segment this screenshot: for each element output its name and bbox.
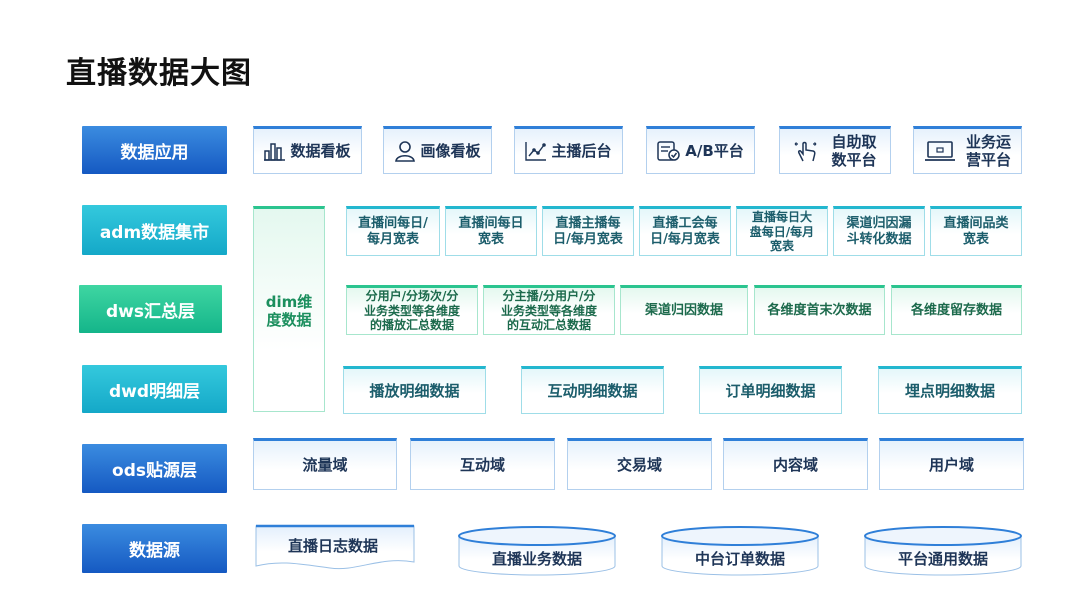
- layer-label-app: 数据应用: [82, 126, 227, 174]
- database-cylinder: 直播业务数据: [458, 526, 616, 576]
- layer-label-ods: ods贴源层: [82, 444, 227, 493]
- line-graph-icon: [525, 142, 547, 161]
- app-item-label: 主播后台: [551, 142, 612, 160]
- bar-chart-icon: [264, 143, 286, 161]
- dws-item: 各维度留存数据: [891, 285, 1022, 335]
- adm-item: 直播主播每 日/每月宽表: [542, 206, 634, 256]
- adm-item: 直播间每日/ 每月宽表: [346, 206, 440, 256]
- adm-item: 直播间品类 宽表: [930, 206, 1022, 256]
- adm-item: 直播间每日 宽表: [445, 206, 537, 256]
- ods-item: 用户域: [879, 438, 1024, 490]
- app-item-profile: 画像看板: [383, 126, 492, 174]
- ods-item: 互动域: [410, 438, 555, 490]
- dwd-item: 订单明细数据: [699, 366, 842, 414]
- layer-label-adm: adm数据集市: [82, 205, 227, 255]
- source-db-label: 中台订单数据: [695, 550, 785, 568]
- source-db-label: 平台通用数据: [898, 550, 988, 568]
- app-item-label: A/B平台: [685, 142, 744, 160]
- dws-item: 分用户/分场次/分 业务类型等各维度 的播放汇总数据: [346, 285, 478, 335]
- source-log-label: 直播日志数据: [288, 537, 378, 555]
- page-title: 直播数据大图: [66, 56, 252, 91]
- layer-label-dws: dws汇总层: [79, 285, 222, 333]
- app-item-label: 数据看板: [290, 142, 351, 160]
- user-profile-icon: [395, 141, 416, 162]
- source-db-label: 直播业务数据: [492, 550, 582, 568]
- app-item-label: 自助取 数平台: [831, 133, 877, 169]
- layer-label-source: 数据源: [82, 524, 227, 573]
- checklist-icon: [657, 141, 680, 161]
- app-item-selfservice: 自助取 数平台: [779, 126, 891, 174]
- app-item-label: 画像看板: [420, 142, 481, 160]
- dws-item: 各维度首末次数据: [754, 285, 885, 335]
- app-item-ops-platform: 业务运 营平台: [913, 126, 1022, 174]
- adm-item: 直播每日大 盘每日/每月 宽表: [736, 206, 828, 256]
- ods-item: 流量域: [253, 438, 397, 490]
- dwd-item: 互动明细数据: [521, 366, 664, 414]
- adm-item: 直播工会每 日/每月宽表: [639, 206, 731, 256]
- app-item-ab-platform: A/B平台: [646, 126, 755, 174]
- ods-item: 内容域: [723, 438, 868, 490]
- log-data-document: 直播日志数据: [255, 524, 415, 570]
- app-item-label: 业务运 营平台: [965, 133, 1011, 169]
- layer-label-dwd: dwd明细层: [82, 365, 227, 413]
- dws-item: 渠道归因数据: [620, 285, 748, 335]
- database-cylinder: 中台订单数据: [661, 526, 819, 576]
- touch-gesture-icon: [795, 141, 817, 162]
- app-item-anchor-backend: 主播后台: [514, 126, 623, 174]
- adm-item: 渠道归因漏 斗转化数据: [833, 206, 925, 256]
- dwd-item: 埋点明细数据: [878, 366, 1022, 414]
- dim-dimension-box: dim维 度数据: [253, 206, 325, 412]
- dws-item: 分主播/分用户/分 业务类型等各维度 的互动汇总数据: [483, 285, 615, 335]
- laptop-icon: [924, 141, 955, 161]
- dwd-item: 播放明细数据: [343, 366, 486, 414]
- app-item-dashboard: 数据看板: [253, 126, 362, 174]
- ods-item: 交易域: [567, 438, 712, 490]
- database-cylinder: 平台通用数据: [864, 526, 1022, 576]
